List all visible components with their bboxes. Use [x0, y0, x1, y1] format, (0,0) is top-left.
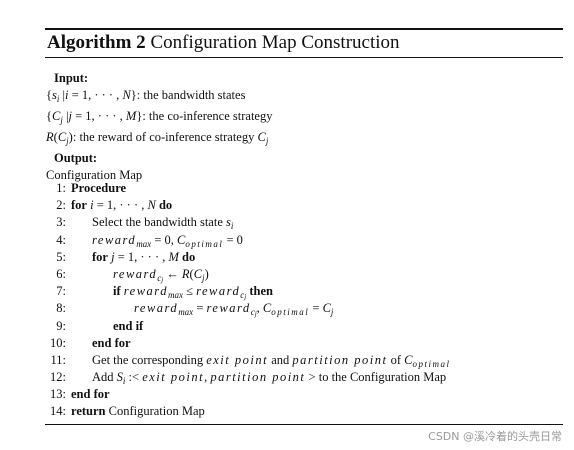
- io-block: Input: {si |i = 1, · · · , N}: the bandw…: [46, 70, 272, 184]
- algorithm-title: Algorithm 2 Configuration Map Constructi…: [47, 30, 400, 56]
- title-rule: [45, 57, 563, 58]
- input-line-1: {si |i = 1, · · · , N}: the bandwidth st…: [46, 88, 246, 104]
- bottom-rule: [45, 424, 563, 425]
- top-rule: [45, 28, 563, 30]
- output-value: Configuration Map: [46, 168, 143, 182]
- algorithm-name: Configuration Map Construction: [150, 32, 400, 53]
- input-label: Input:: [54, 71, 89, 85]
- input-line-3: R(Cj): the reward of co-inference strate…: [46, 130, 269, 146]
- watermark: CSDN @溪冷着的头壳日常: [428, 430, 562, 443]
- input-line-2: {Cj |j = 1, · · · , M}: the co-inference…: [46, 109, 273, 125]
- algorithm-number: Algorithm 2: [47, 32, 146, 53]
- output-label: Output:: [54, 151, 98, 165]
